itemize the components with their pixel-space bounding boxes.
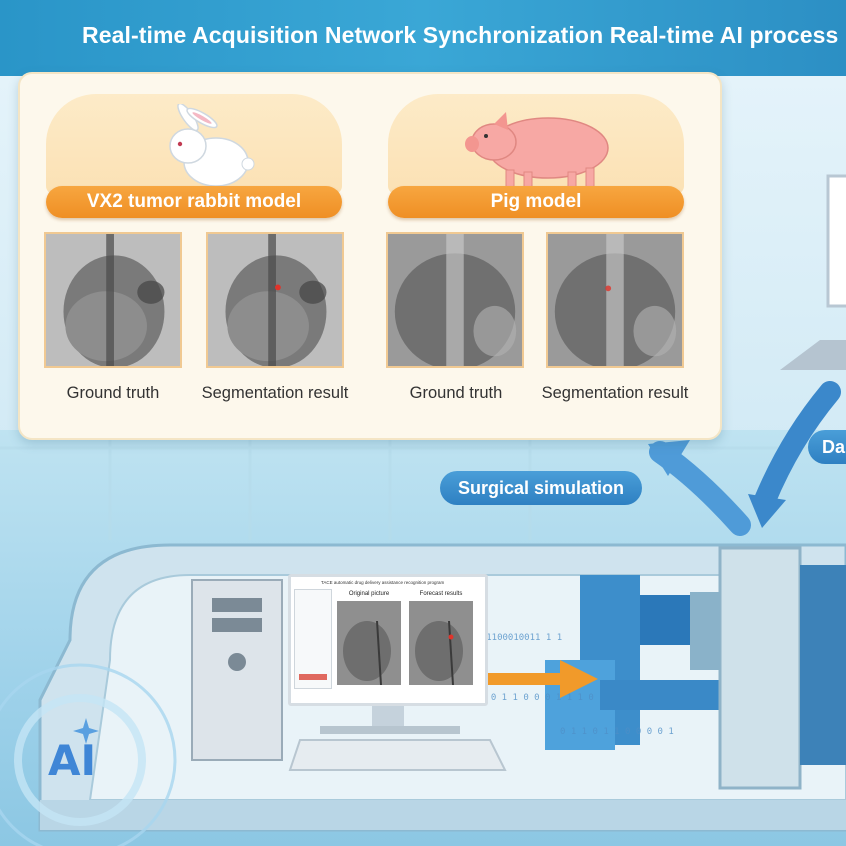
rabbit-segmentation-image <box>206 232 344 368</box>
pig-segmentation-caption: Segmentation result <box>541 384 689 402</box>
pig-header <box>388 94 684 194</box>
software-run-button[interactable] <box>299 674 327 680</box>
title-banner: Real-time Acquisition Network Synchroniz… <box>0 0 846 76</box>
software-window-title: TACE automatic drug delivery assistance … <box>321 580 445 585</box>
model-results-card: VX2 tumor rabbit model Pig model <box>18 72 722 440</box>
data-label-partial: Da <box>808 430 846 464</box>
rabbit-segmentation-caption: Segmentation result <box>201 384 349 402</box>
pig-ground-truth-image <box>386 232 524 368</box>
surgical-simulation-label: Surgical simulation <box>440 471 642 505</box>
original-picture-heading: Original picture <box>348 591 390 597</box>
right-monitor-icon <box>780 174 846 370</box>
rabbit-header <box>46 94 342 194</box>
forecast-results-image <box>409 601 473 685</box>
pig-segmentation-image <box>546 232 684 368</box>
rabbit-model-label: VX2 tumor rabbit model <box>46 186 342 218</box>
ai-logo: AI <box>48 736 97 785</box>
pig-icon <box>465 112 609 189</box>
forecast-results-heading: Forecast results <box>419 591 463 597</box>
original-picture-image <box>337 601 401 685</box>
pig-model-label: Pig model <box>388 186 684 218</box>
rabbit-ground-truth-caption: Ground truth <box>66 384 160 402</box>
rabbit-icon <box>169 104 255 187</box>
pig-ground-truth-caption: Ground truth <box>409 384 503 402</box>
software-window: TACE automatic drug delivery assistance … <box>288 574 488 706</box>
software-sidebar <box>294 589 332 689</box>
rabbit-ground-truth-image <box>44 232 182 368</box>
banner-title: Real-time Acquisition Network Synchroniz… <box>82 22 839 48</box>
